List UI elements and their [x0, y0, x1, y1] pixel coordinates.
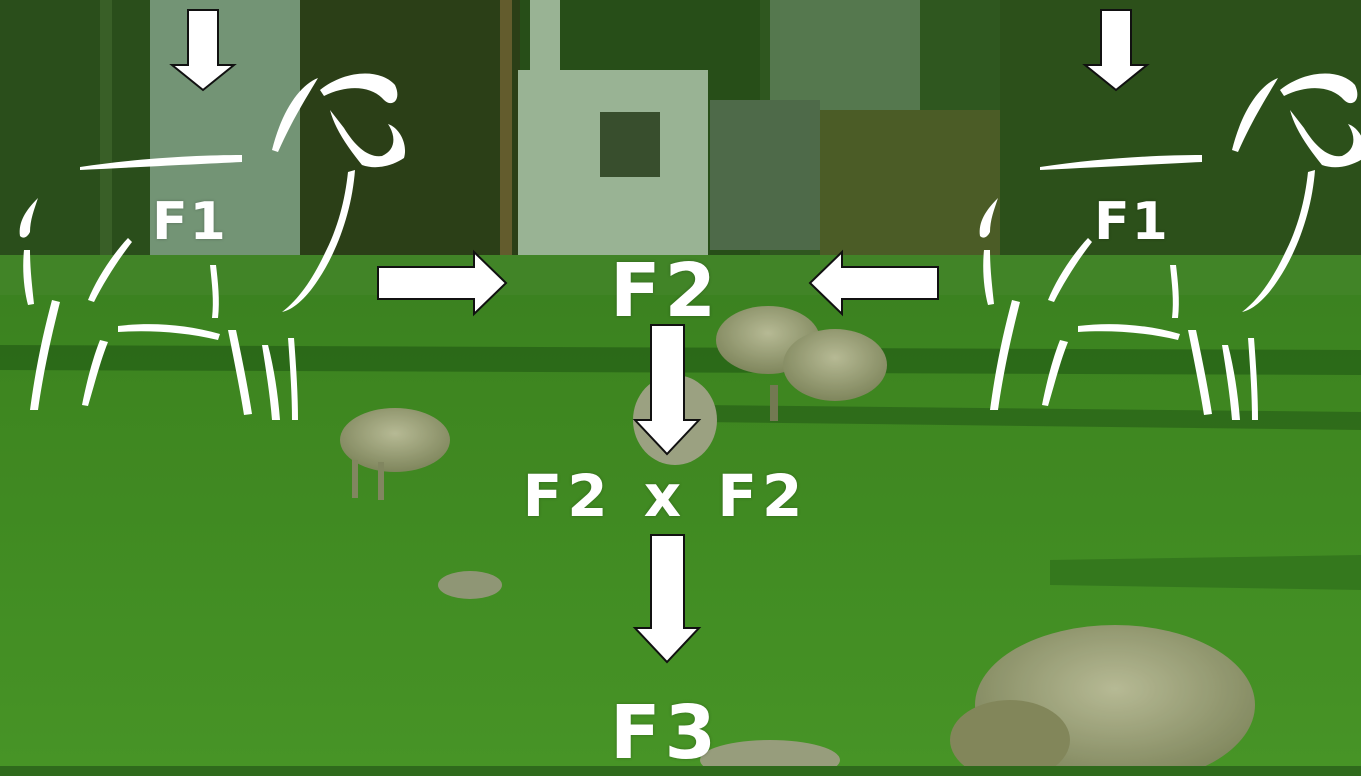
grazing-sheep [340, 306, 1255, 766]
background-building [150, 0, 300, 270]
generation-f1-left-label: F1 [152, 192, 228, 252]
generation-f1-right-label: F1 [1094, 192, 1170, 252]
arrow-right-icon [377, 249, 508, 317]
arrow-down-icon [632, 324, 702, 456]
arrow-down-icon [1082, 9, 1150, 92]
arrow-down-icon [632, 534, 702, 664]
sheep-outline-icon [19, 73, 406, 420]
arrow-down-icon [169, 9, 237, 92]
generation-f3-label: F3 [609, 690, 721, 776]
sheep-outline-icon [979, 73, 1361, 420]
generation-f2-label: F2 [609, 248, 721, 334]
arrow-left-icon [808, 249, 939, 317]
cross-label: F2 x F2 [522, 462, 808, 530]
